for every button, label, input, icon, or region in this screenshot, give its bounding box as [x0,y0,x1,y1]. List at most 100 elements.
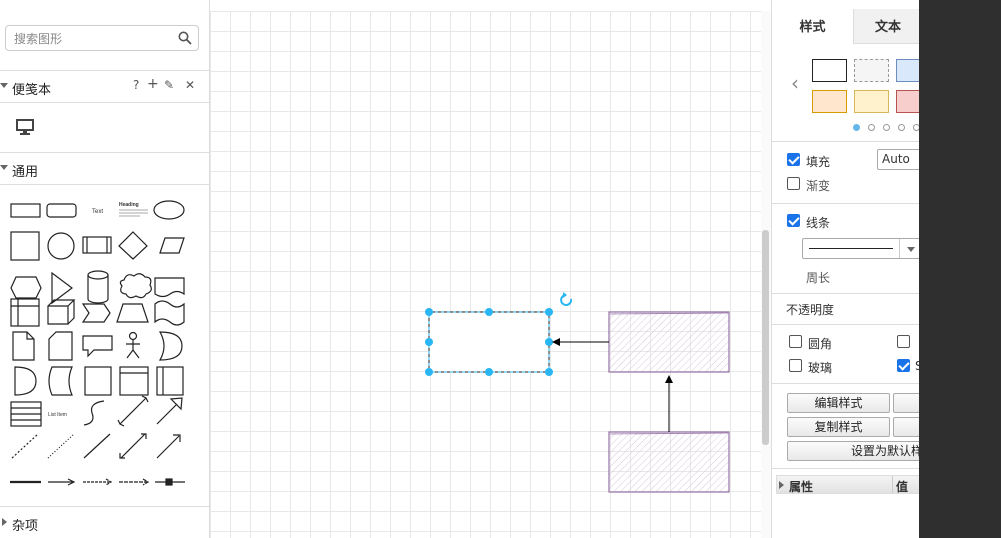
rounded-rectangle-shape[interactable] [46,203,77,218]
rounded-checkbox[interactable] [789,335,802,348]
edit-style-button[interactable]: 编辑样式 [787,393,890,413]
connector-link-shape[interactable] [119,478,150,486]
edit-icon[interactable]: ✎ [164,78,175,92]
help-icon[interactable]: ? [133,78,140,92]
tab-style[interactable]: 样式 [772,9,853,44]
sketch-rectangle-bottom[interactable] [608,431,730,493]
misc-header[interactable]: 杂项 [0,506,209,538]
line-shape[interactable] [83,433,111,459]
sketch-rectangle-top[interactable] [608,311,730,373]
value-column-header: 值 [896,480,909,494]
container-shape[interactable] [10,298,40,327]
bidirectional-connector-shape[interactable] [119,433,147,459]
search-box[interactable] [5,25,199,51]
fill-color-select[interactable]: Auto [877,149,922,170]
cloud-shape[interactable] [119,273,152,299]
diamond-shape[interactable] [118,231,148,260]
frame-shape[interactable] [84,366,112,396]
sketch-label: S [915,359,922,373]
delay-shape[interactable] [14,366,37,396]
prev-styles-icon[interactable]: ‹ [791,71,799,95]
rectangle-shape[interactable] [10,203,41,218]
table-shape[interactable] [119,366,149,396]
shadow-checkbox[interactable] [897,335,910,348]
note-shape[interactable] [12,331,35,361]
bidirectional-arrow-shape[interactable] [117,395,149,427]
collapse-arrow-icon[interactable] [0,83,8,88]
trapezoid-shape[interactable] [116,303,149,323]
square-shape[interactable] [10,231,40,261]
general-header[interactable]: 通用 [0,152,209,185]
misc-title: 杂项 [12,519,39,534]
expand-arrow-icon[interactable] [2,518,7,526]
copy-style-button[interactable]: 复制样式 [787,417,890,437]
cube-shape[interactable] [47,299,76,325]
callout-shape[interactable] [82,335,113,358]
collapse-arrow-icon[interactable] [0,165,8,170]
tape-shape[interactable] [154,300,185,326]
search-input[interactable] [12,30,176,48]
triangle-shape[interactable] [51,271,73,305]
dashed-link-shape[interactable] [83,478,113,486]
directional-connector-shape[interactable] [156,434,181,459]
cylinder-shape[interactable] [87,270,109,304]
rotate-handle-icon[interactable] [560,292,573,306]
style-page-dot-3[interactable] [883,124,890,131]
card-shape[interactable] [48,331,73,361]
add-icon[interactable]: + [147,76,159,92]
close-icon[interactable]: ✕ [185,78,196,92]
step-shape[interactable] [81,303,111,323]
divider [772,468,922,469]
style-swatch-4[interactable] [812,90,847,113]
process-shape[interactable] [82,236,112,254]
ellipse-shape[interactable] [153,200,185,220]
diagram-canvas[interactable] [210,11,761,538]
arrow-shape[interactable] [156,397,183,425]
opacity-label: 不透明度 [786,303,835,317]
general-title: 通用 [12,165,39,180]
fill-checkbox[interactable] [787,153,800,166]
heading-shape-label[interactable]: Heading [119,202,139,208]
canvas-scrollbar-thumb[interactable] [762,230,769,445]
circle-shape[interactable] [47,232,75,260]
style-swatch-5[interactable] [854,90,889,113]
dotted-line-shape[interactable] [47,433,75,459]
document-shape[interactable] [154,277,185,298]
line-pattern-select[interactable] [802,238,922,259]
hexagon-shape[interactable] [10,276,42,299]
or-shape[interactable] [158,331,183,361]
glass-checkbox[interactable] [789,359,802,372]
style-swatch-3[interactable] [896,59,922,82]
resize-handles[interactable] [425,308,553,376]
selected-rectangle[interactable] [428,311,550,373]
dashed-line-shape[interactable] [11,433,39,459]
chevron-down-icon[interactable] [907,247,915,252]
stored-data-shape[interactable] [48,366,73,396]
vertical-container-shape[interactable] [156,366,184,396]
edit-data-button[interactable] [893,393,922,413]
style-page-dot-2[interactable] [868,124,875,131]
scratchpad-header[interactable]: 便笺本 ? + ✎ ✕ [0,70,209,103]
parallelogram-shape[interactable] [159,237,185,254]
style-page-dot-1[interactable] [853,124,860,131]
text-shape-label[interactable]: Text [92,209,103,215]
curve-shape[interactable] [83,400,105,426]
search-icon[interactable] [178,31,192,48]
paste-style-button[interactable] [893,417,922,437]
style-page-dot-4[interactable] [898,124,905,131]
line-checkbox[interactable] [787,214,800,227]
expand-arrow-icon[interactable] [779,481,784,489]
actor-shape[interactable] [126,340,140,359]
link-shape[interactable] [48,478,76,486]
tab-text[interactable]: 文本 [853,9,922,44]
list-item-shape-label[interactable]: List Item [48,412,67,418]
style-swatch-1[interactable] [812,59,847,82]
set-default-style-button[interactable]: 设置为默认样式 [787,441,922,461]
monitor-icon[interactable] [16,119,34,138]
line-label: 线条 [806,216,831,230]
style-swatch-2[interactable] [854,59,889,82]
gradient-checkbox[interactable] [787,177,800,190]
style-swatch-6[interactable] [896,90,922,113]
sketch-checkbox[interactable] [897,359,910,372]
format-panel: 样式 文本 ‹ 填充 Auto 渐变 线条 周长 不透明度 圆角 玻璃 S 编辑… [771,0,922,538]
